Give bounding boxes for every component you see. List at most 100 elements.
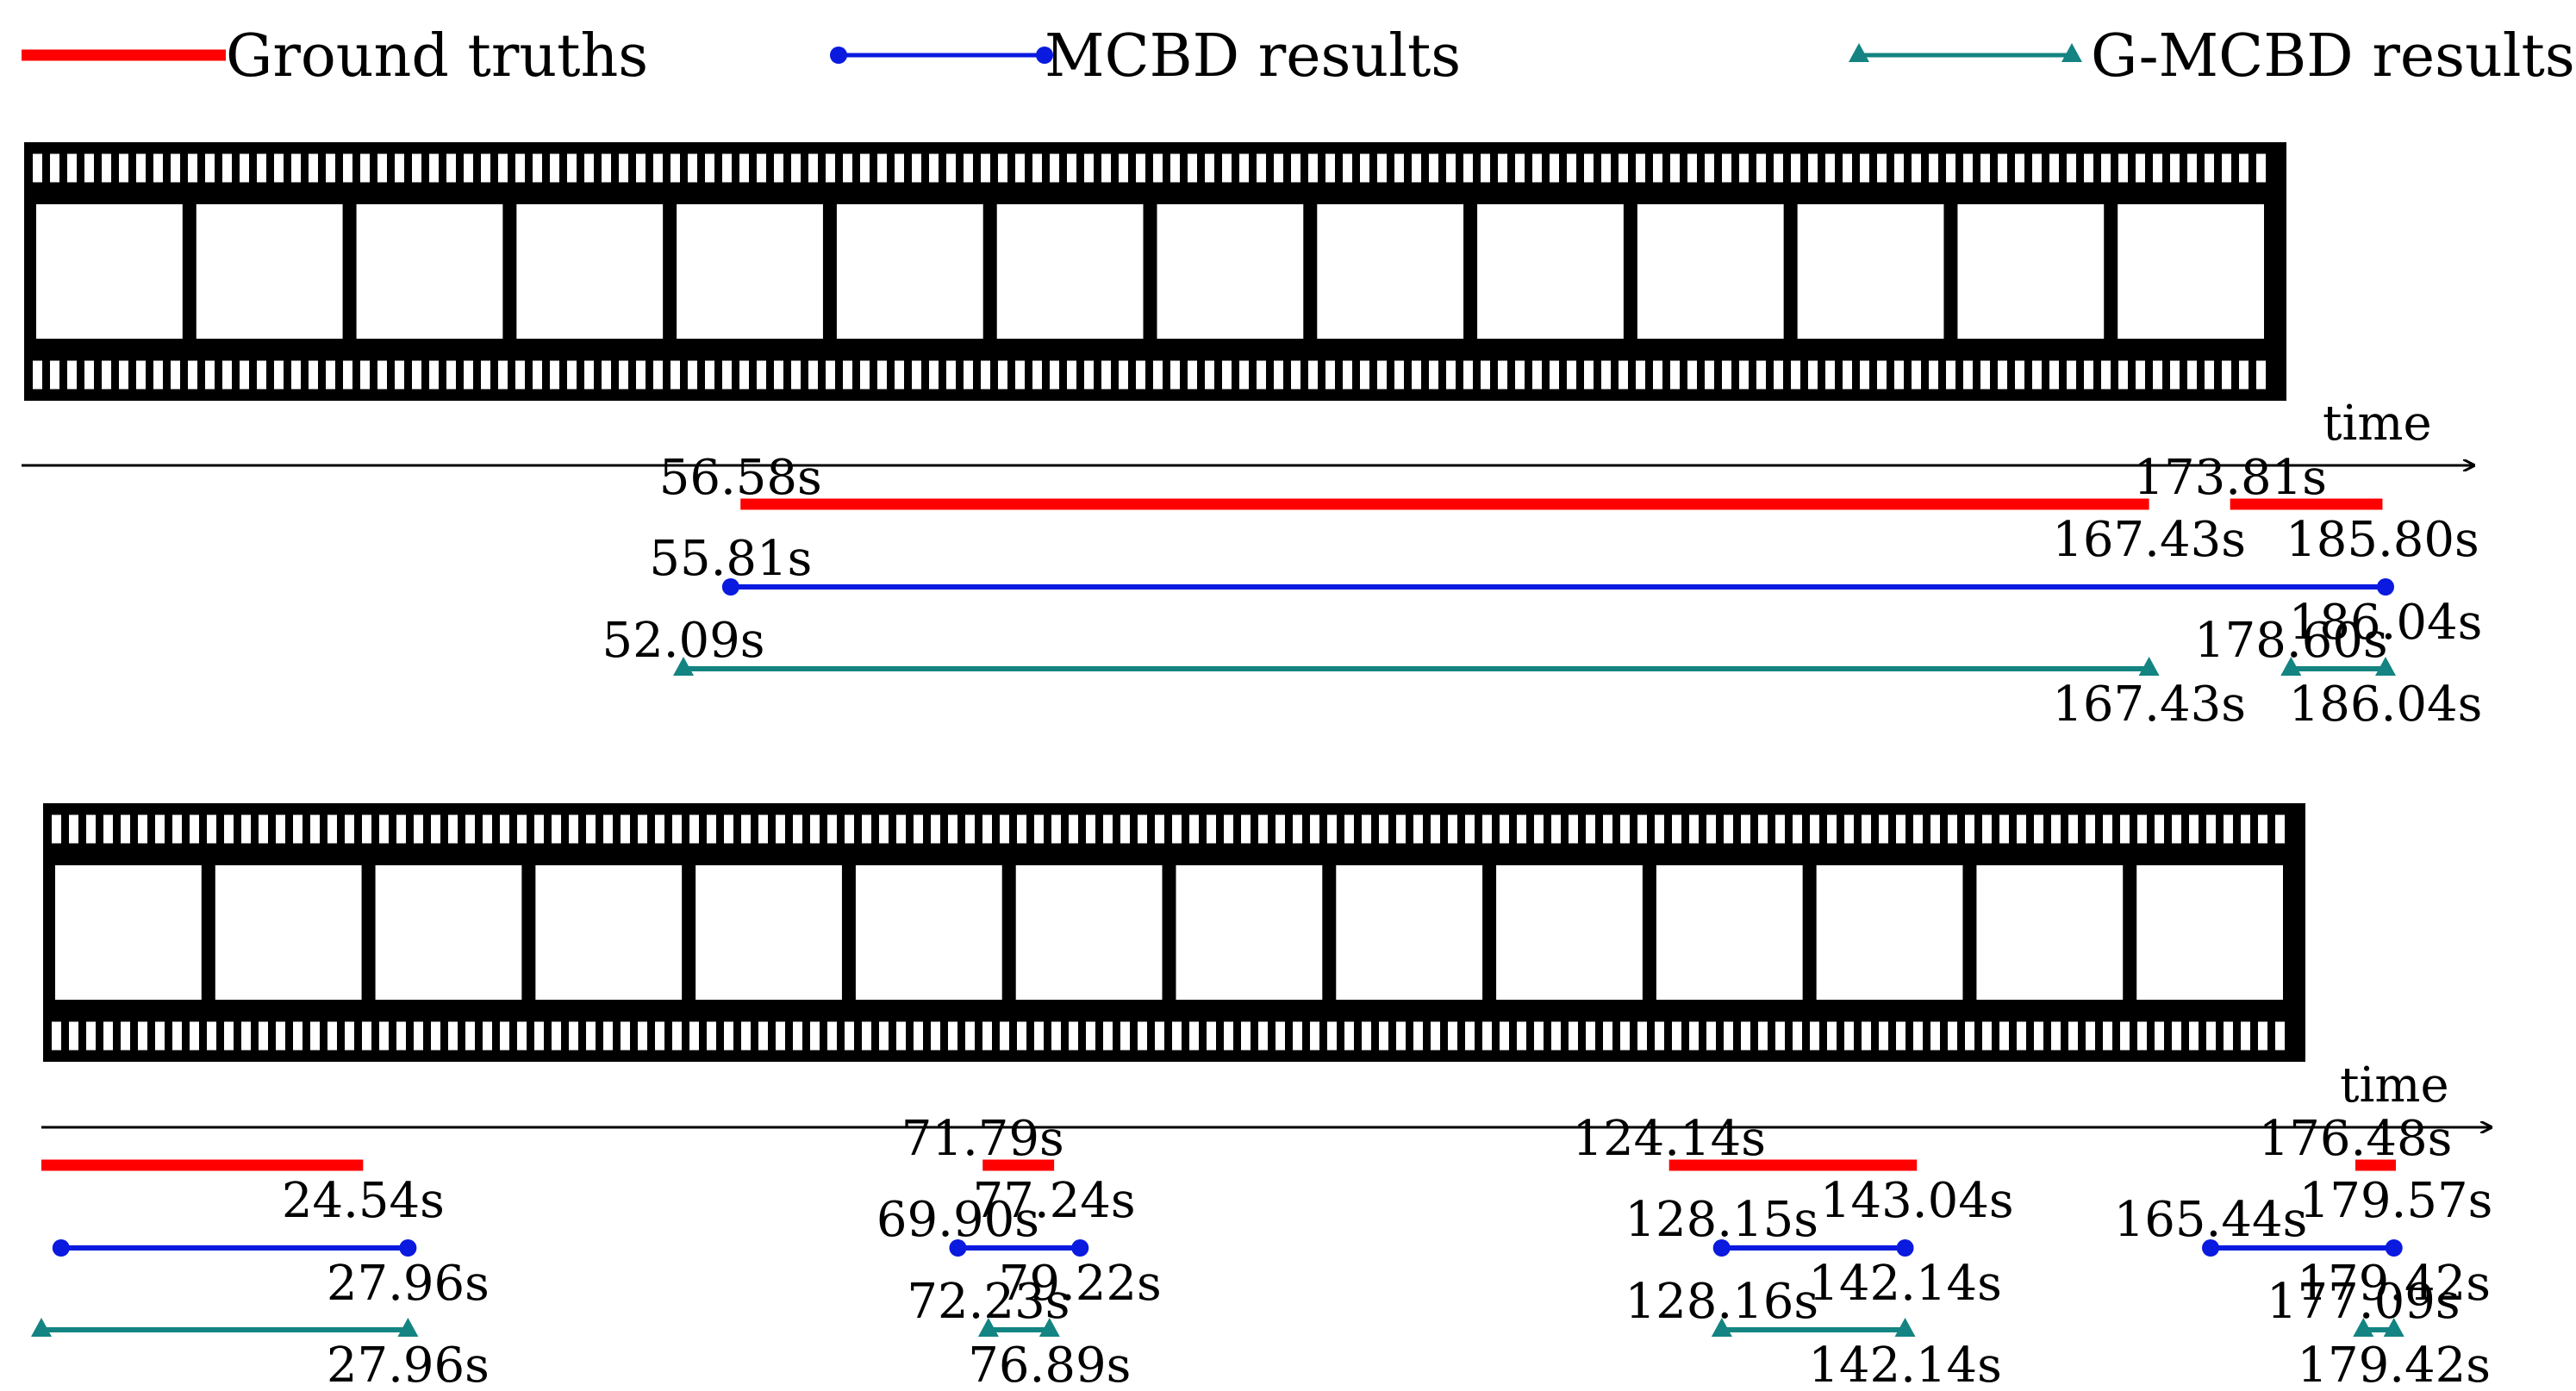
sprocket-hole: [1894, 153, 1904, 183]
sprocket-hole: [619, 360, 628, 390]
sprocket-hole: [1465, 814, 1475, 844]
sprocket-hole: [224, 814, 234, 844]
sprocket-hole: [1655, 1021, 1664, 1051]
sprocket-hole: [153, 360, 163, 390]
sprocket-hole: [483, 814, 492, 844]
film-frame: [1157, 204, 1304, 339]
sprocket-hole: [2275, 814, 2285, 844]
film-frame: [1477, 204, 1624, 339]
sprocket-hole: [603, 814, 613, 844]
sprocket-hole: [1446, 153, 1456, 183]
sprocket-hole: [931, 814, 940, 844]
sprocket-hole: [412, 153, 421, 183]
sprocket-hole: [2034, 1021, 2043, 1051]
sprocket-hole: [1687, 360, 1697, 390]
sprocket-hole: [1463, 153, 1473, 183]
sprocket-hole: [1844, 1021, 1854, 1051]
sprocket-hole: [379, 1021, 389, 1051]
sprocket-hole: [1774, 153, 1783, 183]
sprocket-hole: [1670, 153, 1680, 183]
sprocket-hole: [1550, 360, 1559, 390]
legend-ground-truth-label: Ground truths: [226, 22, 648, 90]
sprocket-hole: [2051, 814, 2061, 844]
sprocket-hole: [1670, 360, 1680, 390]
sprocket-hole: [1965, 814, 1974, 844]
sprocket-hole: [1724, 814, 1733, 844]
sprocket-hole: [259, 814, 268, 844]
sprocket-hole: [343, 360, 352, 390]
sprocket-hole: [1067, 153, 1076, 183]
sprocket-hole: [138, 1021, 147, 1051]
sprocket-hole: [1170, 360, 1180, 390]
sprocket-hole: [1257, 360, 1266, 390]
sprocket-hole: [569, 1021, 578, 1051]
sprocket-hole: [1224, 814, 1233, 844]
sprocket-hole: [291, 153, 301, 183]
mcbd-start-label: 69.90s: [876, 1192, 1039, 1248]
sprocket-hole: [1756, 153, 1766, 183]
sprocket-hole: [2206, 814, 2216, 844]
sprocket-hole: [827, 814, 837, 844]
sprocket-hole: [1603, 1021, 1612, 1051]
sprocket-hole: [793, 1021, 802, 1051]
sprocket-hole: [1706, 1021, 1716, 1051]
mcbd-start-marker: [52, 1239, 70, 1257]
gmcbd-start-marker: [31, 1318, 52, 1337]
sprocket-hole: [1291, 360, 1300, 390]
sprocket-hole: [810, 814, 820, 844]
sprocket-hole: [1999, 1021, 2009, 1051]
film-frame: [196, 204, 343, 339]
sprocket-hole: [103, 814, 113, 844]
sprocket-hole: [879, 1021, 889, 1051]
sprocket-hole: [379, 814, 389, 844]
sprocket-hole: [1241, 814, 1251, 844]
sprocket-hole: [758, 814, 768, 844]
sprocket-hole: [326, 360, 335, 390]
gmcbd-end-marker: [2375, 657, 2396, 676]
sprocket-hole: [739, 153, 749, 183]
sprocket-hole: [1239, 360, 1249, 390]
legend: Ground truths MCBD results G-MCBD result…: [22, 22, 2575, 90]
film-frame: [1797, 204, 1944, 339]
ground-truth-end-label: 77.24s: [973, 1173, 1136, 1229]
sprocket-hole: [1862, 814, 1871, 844]
sprocket-hole: [877, 153, 887, 183]
film-frame: [1176, 865, 1323, 1000]
sprocket-hole: [119, 360, 128, 390]
sprocket-hole: [998, 153, 1007, 183]
film-frame: [1637, 204, 1784, 339]
sprocket-hole: [1879, 1021, 1888, 1051]
sprocket-hole: [103, 1021, 113, 1051]
sprocket-hole: [2017, 1021, 2026, 1051]
sprocket-hole: [274, 360, 284, 390]
sprocket-hole: [533, 153, 542, 183]
sprocket-hole: [1446, 360, 1456, 390]
sprocket-hole: [345, 1021, 354, 1051]
sprocket-hole: [190, 1021, 199, 1051]
sprocket-hole: [860, 153, 870, 183]
sprocket-hole: [655, 1021, 664, 1051]
sprocket-hole: [653, 153, 663, 183]
sprocket-hole: [1980, 360, 1990, 390]
sprocket-hole: [1293, 1021, 1302, 1051]
sprocket-hole: [274, 153, 284, 183]
sprocket-hole: [552, 1021, 561, 1051]
sprocket-hole: [241, 1021, 251, 1051]
sprocket-hole: [1343, 360, 1352, 390]
sprocket-hole: [240, 360, 249, 390]
sprocket-hole: [1775, 1021, 1785, 1051]
sprocket-hole: [50, 360, 59, 390]
sprocket-hole: [1325, 360, 1335, 390]
sprocket-hole: [326, 153, 335, 183]
film-frame: [2136, 865, 2283, 1000]
sprocket-hole: [1293, 814, 1302, 844]
sprocket-hole: [1774, 360, 1783, 390]
sprocket-hole: [791, 153, 801, 183]
sprocket-hole: [136, 360, 146, 390]
sprocket-hole: [155, 1021, 165, 1051]
film-frame: [855, 865, 1002, 1000]
sprocket-hole: [965, 814, 975, 844]
sprocket-hole: [1327, 814, 1337, 844]
sprocket-hole: [293, 814, 303, 844]
sprocket-hole: [362, 814, 371, 844]
